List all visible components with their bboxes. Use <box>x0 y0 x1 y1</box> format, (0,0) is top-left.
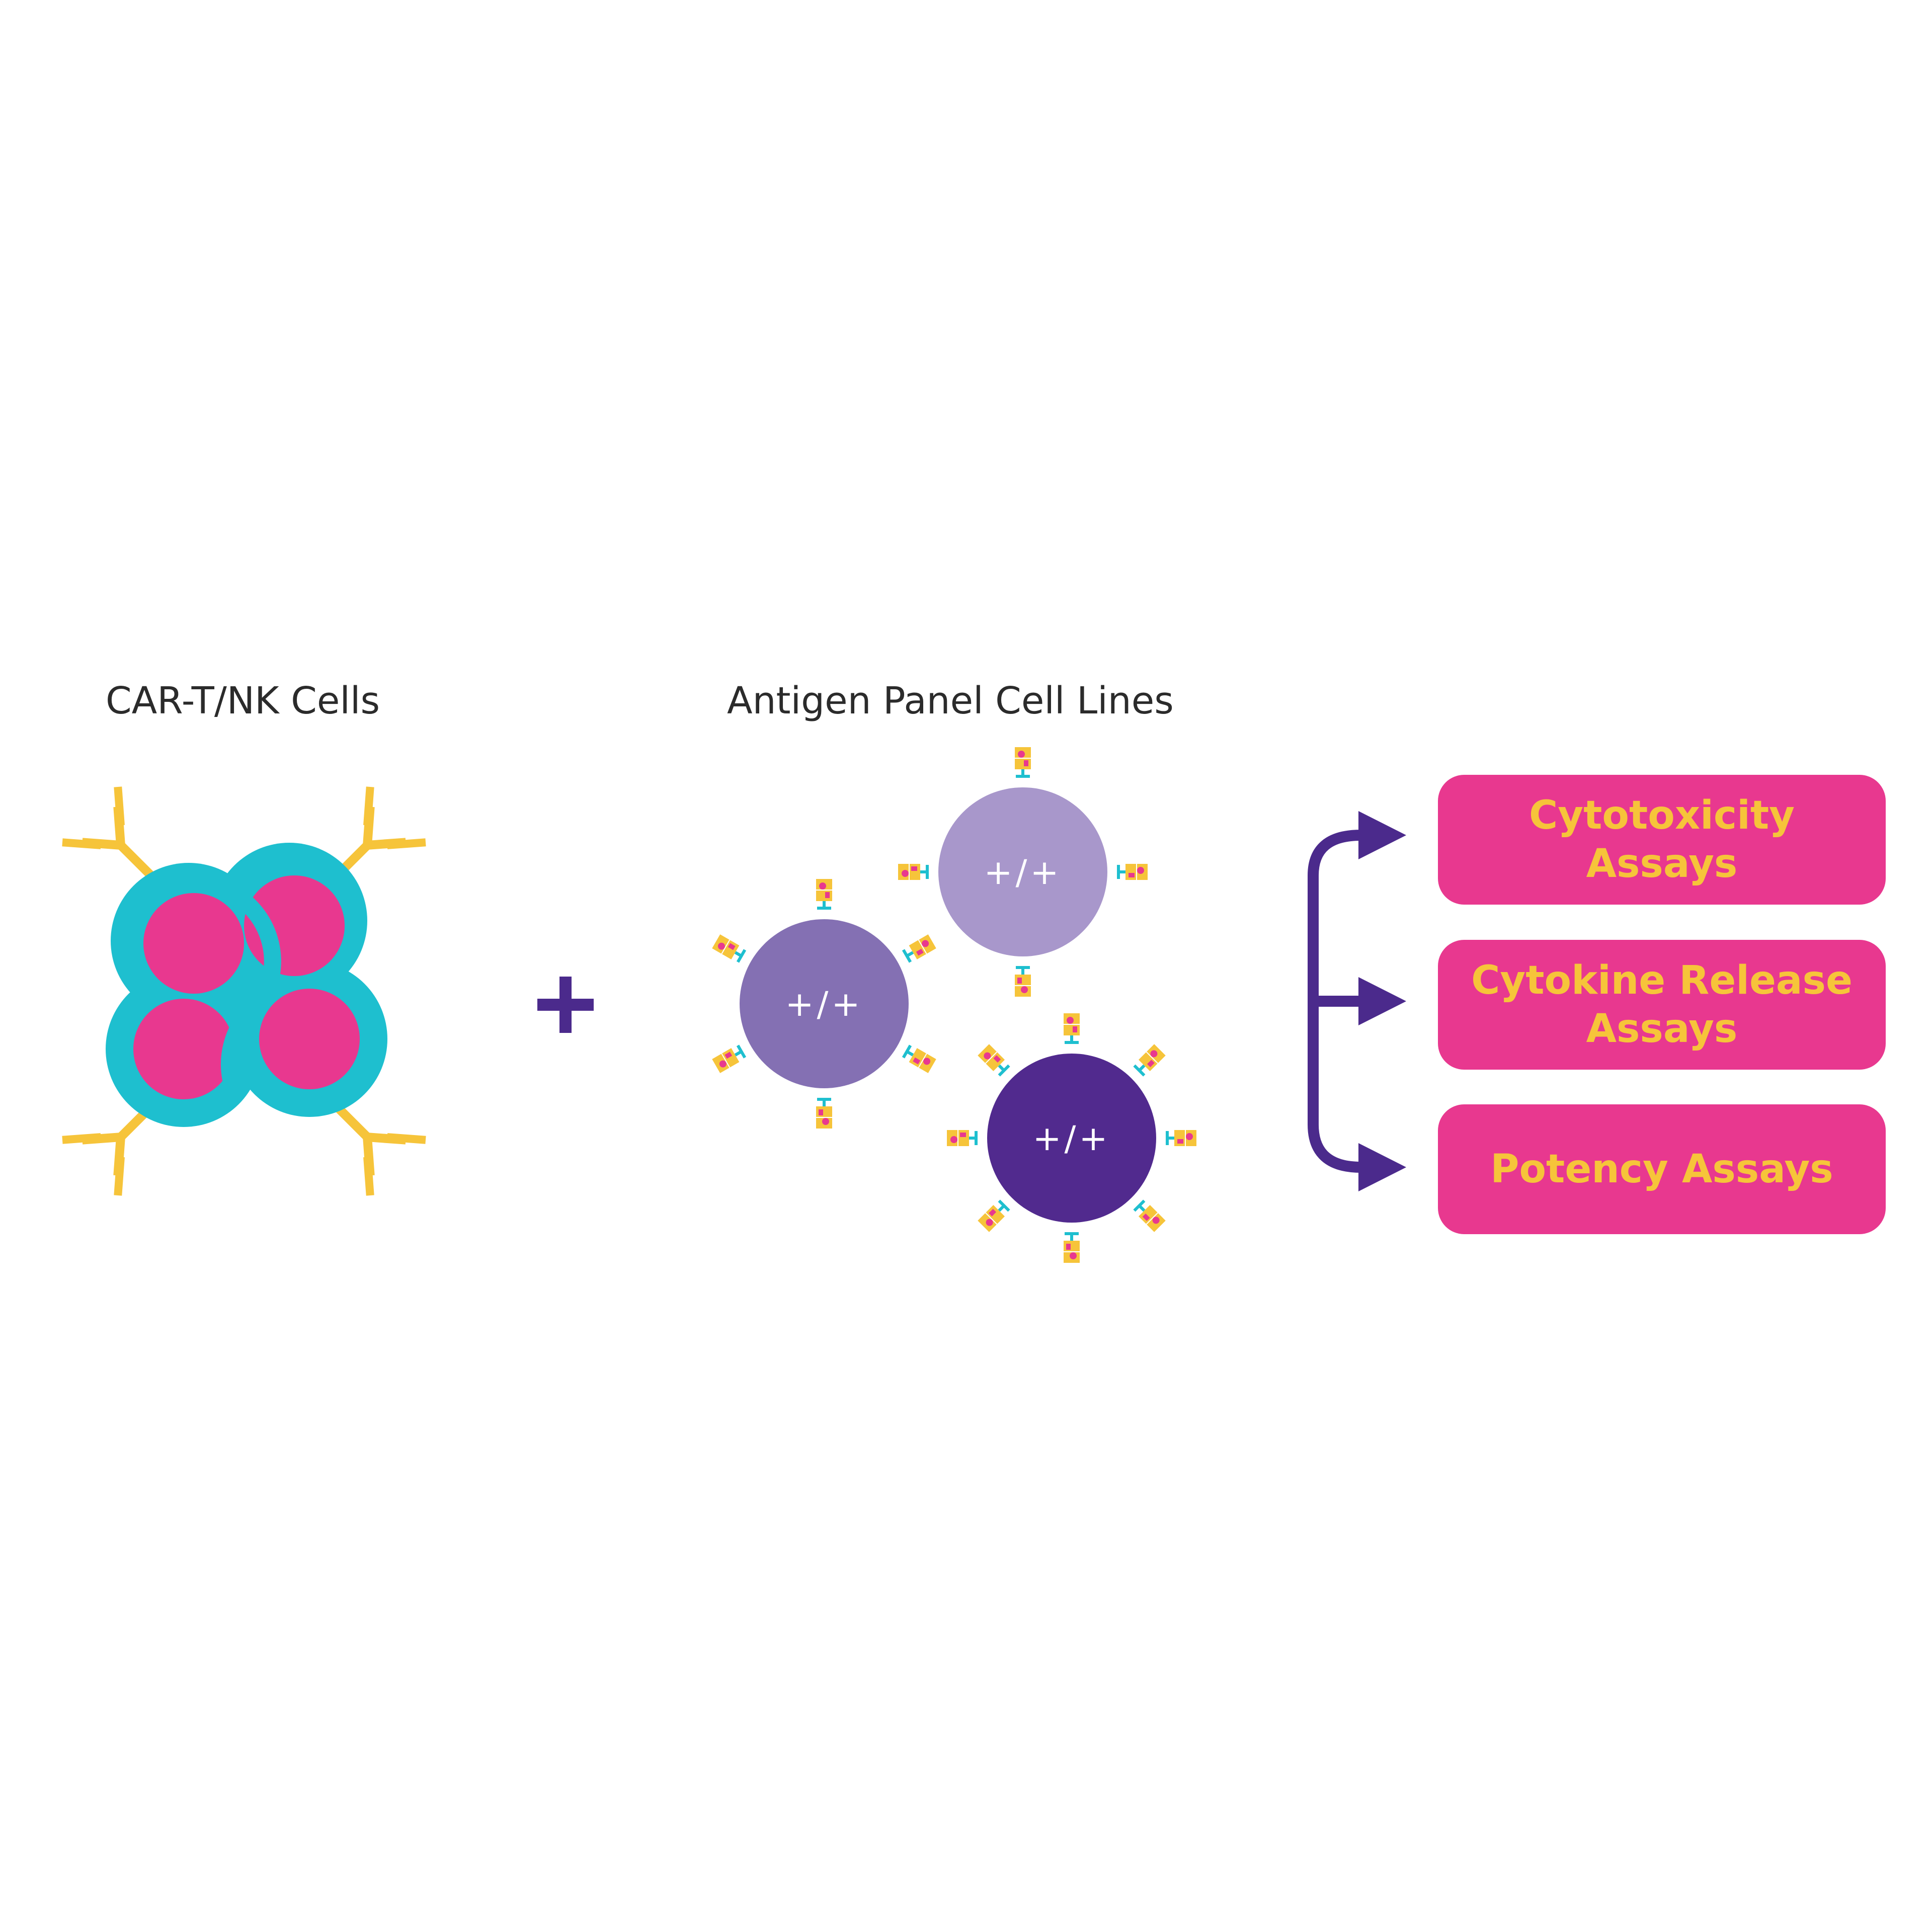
target-cell-body <box>740 919 909 1088</box>
assay-box-cytokine-release: Cytokine Release Assays <box>1438 940 1886 1070</box>
antigen-receptor-icon <box>978 1200 1010 1232</box>
assay-box-cytotoxicity: Cytotoxicity Assays <box>1438 775 1886 905</box>
antigen-receptor-icon <box>903 1044 936 1073</box>
arrowhead-icon <box>1358 977 1406 1025</box>
antigen-receptor-icon <box>1167 1130 1196 1146</box>
antigen-receptor-icon <box>1118 864 1148 880</box>
target-cell-body <box>938 787 1107 956</box>
antigen-receptor-icon <box>816 1099 832 1129</box>
antigen-receptor-icon <box>947 1130 976 1146</box>
antigen-receptor-icon <box>1134 1200 1166 1232</box>
antigen-receptor-icon <box>1015 747 1031 776</box>
target-cell: +/+ <box>898 747 1148 997</box>
antigen-receptor-icon <box>1064 1234 1080 1263</box>
target-cell: +/+ <box>947 1013 1196 1263</box>
antigen-receptor-icon <box>978 1044 1010 1076</box>
target-cell-label: +/+ <box>984 853 1062 893</box>
antigen-receptor-icon <box>903 934 936 963</box>
car-cell-nucleus <box>259 989 360 1089</box>
branch-arrow <box>1308 811 1406 1191</box>
target-cell-body <box>987 1054 1156 1223</box>
target-cell-label: +/+ <box>1033 1119 1111 1159</box>
plus-icon <box>537 977 594 1033</box>
arrowhead-icon <box>1358 1143 1406 1191</box>
antigen-receptor-icon <box>712 934 745 963</box>
car-cell-nucleus <box>133 999 234 1099</box>
antigen-receptor-icon <box>816 879 832 908</box>
assay-label: Potency Assays <box>1490 1147 1833 1192</box>
target-cell: +/+ <box>712 879 936 1129</box>
car-cells-label: CAR-T/NK Cells <box>106 679 380 722</box>
car-cell-nucleus <box>143 893 244 994</box>
antigen-receptor-icon <box>898 864 927 880</box>
assay-label: Cytokine Release Assays <box>1471 958 1853 1052</box>
antigen-panel-label: Antigen Panel Cell Lines <box>727 679 1174 722</box>
antigen-receptor-icon <box>1134 1044 1166 1076</box>
assay-label: Cytotoxicity Assays <box>1529 793 1795 887</box>
antigen-receptor-icon <box>712 1044 745 1073</box>
antigen-receptor-icon <box>1064 1013 1080 1042</box>
target-cell-group: +/+ +/+ +/+ <box>712 747 1196 1263</box>
antigen-receptor-icon <box>1015 968 1031 997</box>
arrowhead-icon <box>1358 811 1406 859</box>
car-t-nk-cell-cluster <box>59 783 429 1199</box>
assay-box-potency: Potency Assays <box>1438 1104 1886 1234</box>
target-cell-label: +/+ <box>785 985 863 1024</box>
